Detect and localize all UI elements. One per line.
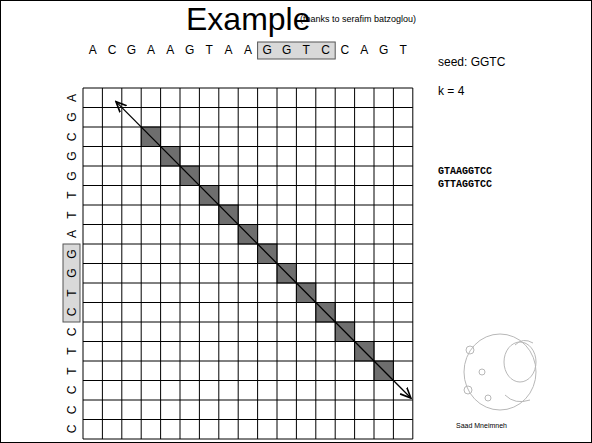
grid-line bbox=[83, 361, 413, 362]
grid-line bbox=[83, 400, 413, 401]
sequence-letter: A bbox=[64, 89, 80, 106]
sequence-letter: C bbox=[64, 382, 80, 399]
dot-grid bbox=[63, 42, 413, 439]
grid-line bbox=[83, 341, 413, 342]
grid-line bbox=[83, 322, 413, 323]
grid-line bbox=[83, 283, 413, 284]
sequence-letter: G bbox=[64, 245, 80, 262]
sequence-letter: G bbox=[64, 109, 80, 126]
alignment-row: GTAAGGTCC bbox=[438, 166, 492, 177]
sequence-letter: A bbox=[83, 43, 102, 57]
grid-line bbox=[83, 419, 413, 420]
grid-line bbox=[83, 127, 413, 128]
sequence-letter: A bbox=[238, 43, 257, 57]
seed-highlight bbox=[63, 244, 80, 322]
sequence-letter: G bbox=[64, 167, 80, 184]
sequence-letter: G bbox=[64, 265, 80, 282]
sequence-letter: G bbox=[122, 43, 141, 57]
grid-line bbox=[83, 107, 413, 108]
grid-line bbox=[83, 88, 413, 89]
alignment-row: GTTAGGTCC bbox=[438, 179, 492, 190]
sequence-letter: T bbox=[296, 43, 315, 57]
grid-line bbox=[83, 185, 413, 186]
sequence-letter: T bbox=[199, 43, 218, 57]
seed-highlight bbox=[258, 42, 336, 59]
k-note: k = 4 bbox=[438, 84, 464, 98]
sequence-letter: C bbox=[64, 401, 80, 418]
sequence-letter: T bbox=[393, 43, 412, 57]
sequence-letter: G bbox=[277, 43, 296, 57]
credit-note: (thanks to serafim batzoglou) bbox=[300, 14, 416, 24]
sequence-letter: T bbox=[64, 362, 80, 379]
author-credit: Saad Mneimneh bbox=[456, 422, 507, 429]
sequence-letter: A bbox=[64, 226, 80, 243]
sequence-letter: A bbox=[141, 43, 160, 57]
sequence-letter: A bbox=[161, 43, 180, 57]
sequence-letter: C bbox=[64, 421, 80, 438]
grid-line bbox=[83, 263, 413, 264]
sequence-letter: T bbox=[64, 284, 80, 301]
sequence-letter: A bbox=[355, 43, 374, 57]
sequence-letter: T bbox=[64, 206, 80, 223]
sequence-letter: C bbox=[64, 304, 80, 321]
sequence-letter: A bbox=[219, 43, 238, 57]
sequence-letter: G bbox=[374, 43, 393, 57]
seed-note: seed: GGTC bbox=[438, 55, 505, 69]
sequence-letter: T bbox=[64, 343, 80, 360]
sequence-letter: C bbox=[102, 43, 121, 57]
extension-arrow bbox=[116, 102, 411, 398]
grid-line bbox=[83, 166, 413, 167]
sequence-letter: G bbox=[180, 43, 199, 57]
grid-line bbox=[83, 439, 413, 440]
grid-line bbox=[83, 380, 413, 381]
grid-line bbox=[83, 205, 413, 206]
sequence-letter: C bbox=[335, 43, 354, 57]
sequence-letter: C bbox=[64, 128, 80, 145]
grid-line bbox=[83, 302, 413, 303]
slide-title: Example bbox=[186, 1, 311, 38]
sequence-letter: T bbox=[64, 187, 80, 204]
grid-line bbox=[83, 244, 413, 245]
grid-line bbox=[83, 146, 413, 147]
sequence-letter: G bbox=[258, 43, 277, 57]
sequence-letter: C bbox=[64, 323, 80, 340]
grid-line bbox=[83, 224, 413, 225]
sequence-letter: C bbox=[316, 43, 335, 57]
sequence-letter: G bbox=[64, 148, 80, 165]
cartoon-figure bbox=[464, 334, 536, 410]
